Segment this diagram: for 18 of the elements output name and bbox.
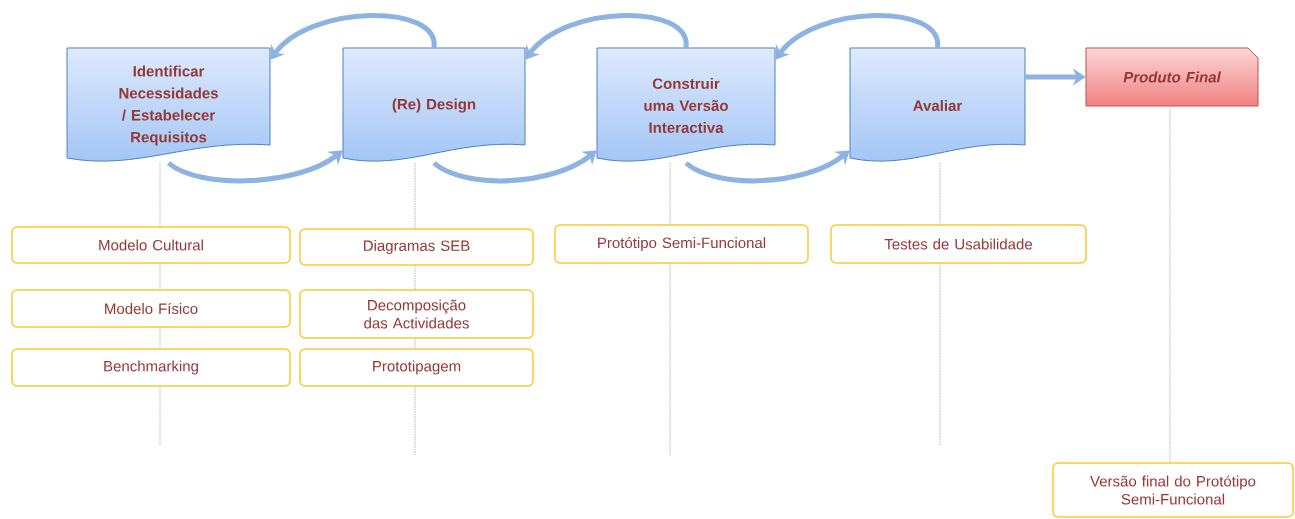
arrow <box>167 150 343 184</box>
method-box: Versão final do Protótipo Semi-Funcional <box>1052 462 1294 518</box>
method-box: Decomposição das Actividades <box>299 289 534 339</box>
method-box: Modelo Físico <box>11 289 291 328</box>
method-box: Benchmarking <box>11 348 291 387</box>
method-box: Protótipo Semi-Funcional <box>554 224 809 264</box>
arrow <box>684 150 850 184</box>
document-box: (Re) Design <box>342 47 526 162</box>
document-box: Identificar Necessidades / Estabelecer Requisitos <box>66 47 271 162</box>
method-box: Prototipagem <box>299 348 534 387</box>
arrow <box>775 13 940 60</box>
document-box: Construir uma Versão Interactiva <box>596 47 776 162</box>
arrow <box>432 150 597 184</box>
method-box: Testes de Usabilidade <box>830 224 1087 264</box>
method-box: Diagramas SEB <box>299 228 534 266</box>
method-box: Modelo Cultural <box>11 226 291 264</box>
document-box: Avaliar <box>849 47 1026 162</box>
end-box: Produto Final <box>1085 47 1259 107</box>
